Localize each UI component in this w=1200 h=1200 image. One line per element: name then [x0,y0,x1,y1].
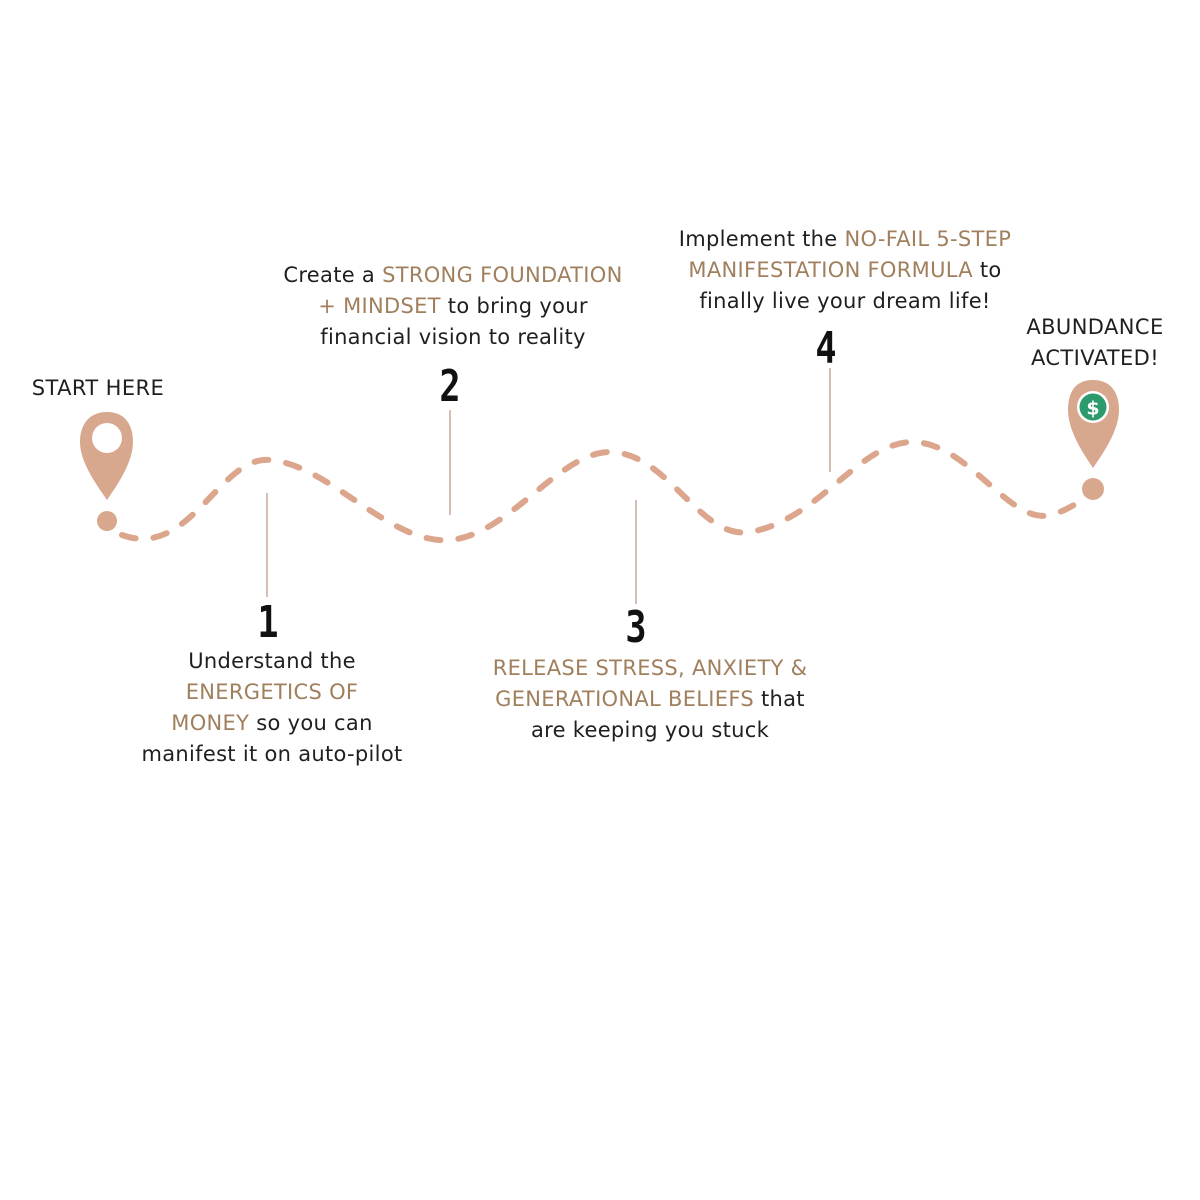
end-label: ABUNDANCE ACTIVATED! [1000,312,1190,374]
step-3-line-1: RELEASE STRESS, ANXIETY & [460,653,840,684]
end-pin-icon: $ [1068,380,1119,500]
body-text: to [972,258,1002,282]
body-text: Implement the [678,227,845,251]
step-4-line-2: MANIFESTATION FORMULA to [638,255,1052,286]
dashed-wave-path [119,438,1096,544]
highlight-text: GENERATIONAL BELIEFS [495,687,755,711]
highlight-text: ENERGETICS OF [185,680,359,704]
step-3-line-3: are keeping you stuck [460,715,840,746]
dollar-symbol: $ [1086,398,1099,420]
body-text: to bring your [440,294,588,318]
step-description-3: RELEASE STRESS, ANXIETY & GENERATIONAL BE… [460,653,840,746]
start-pin-icon [80,412,133,531]
highlight-text: RELEASE STRESS, ANXIETY & [492,656,808,680]
step-4-line-3: finally live your dream life! [638,286,1052,317]
step-description-2: Create a STRONG FOUNDATION+ MINDSET to b… [248,260,658,353]
body-text: financial vision to reality [320,325,586,349]
dollar-icon [1079,393,1107,421]
body-text: finally live your dream life! [699,289,991,313]
highlight-text: NO-FAIL 5-STEP [844,227,1012,251]
step-3-line-2: GENERATIONAL BELIEFS that [460,684,840,715]
end-label-line1: ABUNDANCE [1026,315,1164,339]
step-number-3: 3 [625,602,647,653]
body-text: are keeping you stuck [530,718,770,742]
body-text: Understand the [188,649,356,673]
highlight-text: STRONG FOUNDATION [382,263,623,287]
highlight-text: MONEY [171,711,250,735]
body-text: that [754,687,805,711]
highlight-text: + MINDSET [318,294,441,318]
step-1-line-1: Understand the [112,646,432,677]
step-number-4: 4 [815,323,837,374]
step-number-1: 1 [257,597,279,648]
step-number-2: 2 [439,361,461,412]
highlight-text: MANIFESTATION FORMULA [688,258,973,282]
step-2-line-1: Create a STRONG FOUNDATION [248,260,658,291]
step-4-line-1: Implement the NO-FAIL 5-STEP [638,224,1052,255]
step-1-line-3: MONEY so you can [112,708,432,739]
end-label-line2: ACTIVATED! [1030,346,1160,370]
body-text: manifest it on auto-pilot [141,742,403,766]
step-1-line-4: manifest it on auto-pilot [112,739,432,770]
step-2-line-3: financial vision to reality [248,322,658,353]
body-text: so you can [249,711,373,735]
start-label: START HERE [31,376,165,400]
step-1-line-2: ENERGETICS OF [112,677,432,708]
step-2-line-2: + MINDSET to bring your [248,291,658,322]
body-text: Create a [283,263,383,287]
